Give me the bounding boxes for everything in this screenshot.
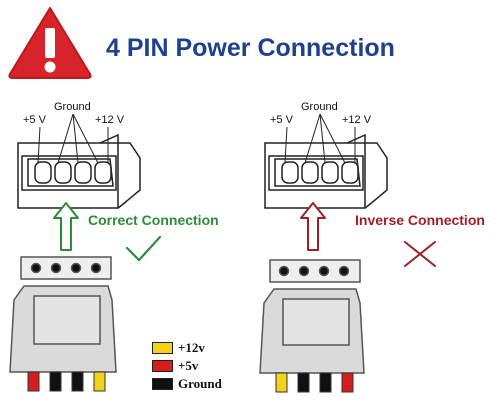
legend-label: +12v xyxy=(178,340,205,355)
left-label-plus5v: +5 V xyxy=(23,114,46,126)
left-plug-connector xyxy=(9,256,117,373)
left-pin-leader-lines xyxy=(37,113,109,164)
inverse-connection-label: Inverse Connection xyxy=(355,212,485,228)
correct-connection-label: Correct Connection xyxy=(88,212,219,228)
legend-label: +5v xyxy=(178,358,199,373)
warning-triangle-icon xyxy=(8,7,92,79)
right-label-plus12v: +12 V xyxy=(342,114,372,126)
legend-swatch-red xyxy=(152,360,173,372)
left-plug-wires xyxy=(27,371,106,392)
right-label-plus5v: +5 V xyxy=(270,114,293,126)
inverse-arrow-icon xyxy=(300,202,326,251)
right-plug-wires xyxy=(275,372,354,393)
legend-item: +5v xyxy=(152,358,199,373)
right-plug-connector xyxy=(259,259,365,374)
left-label-plus12v: +12 V xyxy=(95,114,125,126)
legend-item: Ground xyxy=(152,376,222,391)
legend-item: +12v xyxy=(152,340,205,355)
checkmark-icon xyxy=(125,235,162,262)
correct-arrow-icon xyxy=(53,202,79,251)
cross-icon xyxy=(404,241,436,267)
right-pin-leader-lines xyxy=(284,113,356,164)
page-title: 4 PIN Power Connection xyxy=(106,34,395,62)
left-label-ground: Ground xyxy=(54,101,91,113)
right-socket-connector xyxy=(264,133,388,209)
legend-label: Ground xyxy=(178,376,222,391)
right-label-ground: Ground xyxy=(301,101,338,113)
left-socket-connector xyxy=(17,133,141,209)
right-socket-pins xyxy=(281,161,359,184)
legend-swatch-yellow xyxy=(152,342,173,354)
left-socket-pins xyxy=(34,161,112,184)
legend-swatch-black xyxy=(152,378,173,390)
